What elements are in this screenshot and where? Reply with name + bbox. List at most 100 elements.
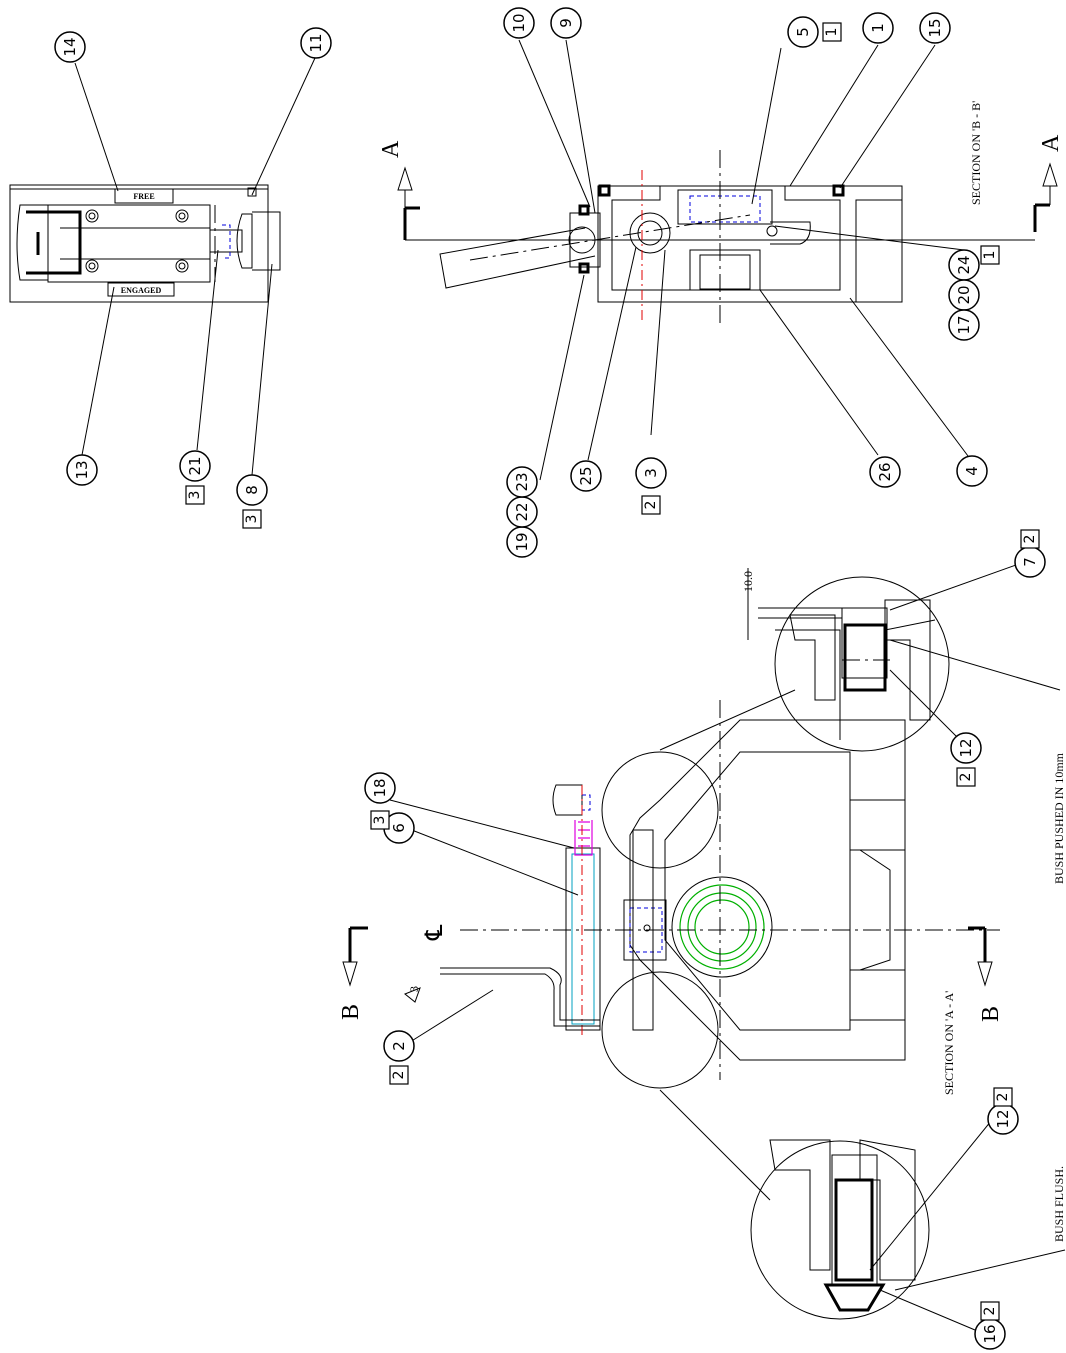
- quantity-boxes: 3 3 1 1 2 2 2 3 2 2 2: [185, 22, 1040, 1321]
- box-24: 1: [980, 245, 1000, 265]
- balloon-1: 1: [862, 12, 894, 44]
- balloon-23: 23: [506, 466, 538, 498]
- balloon-7: 7: [1014, 546, 1046, 578]
- detail-circle-bottom: [601, 971, 719, 1089]
- balloon-18: 18: [364, 772, 396, 804]
- box-23: 2: [641, 495, 661, 515]
- bracket: [440, 967, 600, 1021]
- balloon-12-bottom: 12: [987, 1103, 1019, 1135]
- section-bb-view: A A SECTION ON 'B - B': [378, 39, 1064, 481]
- svg-text:1: 1: [982, 251, 998, 260]
- free-plate-label: FREE: [133, 192, 154, 201]
- svg-text:14: 14: [61, 37, 79, 56]
- balloon-21: 21: [179, 450, 211, 482]
- balloon-8: 8: [236, 474, 268, 506]
- balloon-12-top: 12: [950, 732, 982, 764]
- balloon-16: 16: [974, 1318, 1006, 1350]
- bush-pushed-label: BUSH PUSHED IN 10mm: [1052, 752, 1066, 884]
- section-bb-title: SECTION ON 'B - B': [969, 101, 983, 205]
- balloon-5: 5: [787, 16, 819, 48]
- svg-text:2: 2: [982, 1307, 998, 1316]
- svg-text:6: 6: [390, 823, 408, 833]
- svg-text:11: 11: [307, 33, 325, 52]
- svg-text:12: 12: [994, 1109, 1012, 1128]
- balloon-22: 22: [506, 496, 538, 528]
- svg-text:26: 26: [876, 462, 894, 481]
- balloons: 14 11 13 21 8 10 9 5 1 15 24 20 17 19 22…: [54, 7, 1046, 1350]
- cut-letter-a-bottom: A: [1038, 134, 1064, 152]
- svg-text:3: 3: [244, 515, 260, 524]
- svg-text:2: 2: [390, 1041, 408, 1051]
- box-12-bottom: 2: [993, 1087, 1013, 1107]
- engaged-plate-label: ENGAGED: [121, 286, 162, 295]
- svg-text:3: 3: [642, 468, 660, 478]
- svg-text:1: 1: [869, 23, 887, 33]
- balloon-11: 11: [300, 27, 332, 59]
- svg-text:24: 24: [955, 255, 973, 274]
- free-plate: [114, 188, 174, 204]
- svg-text:4: 4: [963, 466, 981, 476]
- dimension-label: 10.0: [741, 571, 755, 592]
- cut-letter-a-top: A: [378, 140, 404, 158]
- section-aa-title: SECTION ON 'A - A': [942, 991, 956, 1095]
- plate-view: FREE ENGAGED: [9, 57, 316, 476]
- svg-text:1: 1: [824, 28, 840, 37]
- bush-flush-label: BUSH FLUSH.: [1052, 1166, 1066, 1242]
- svg-text:3: 3: [187, 491, 203, 500]
- detail-bush-flush: BUSH FLUSH.: [659, 1089, 1066, 1331]
- box-7: 2: [1020, 529, 1040, 549]
- balloon-17: 17: [948, 309, 980, 341]
- svg-text:3: 3: [372, 816, 388, 825]
- balloon-2: 2: [383, 1030, 415, 1062]
- balloon-10: 10: [503, 7, 535, 39]
- svg-text:25: 25: [577, 466, 595, 485]
- plate-view-outline: [9, 184, 269, 303]
- svg-text:23: 23: [513, 472, 531, 491]
- svg-text:22: 22: [513, 502, 531, 521]
- balloon-15: 15: [919, 12, 951, 44]
- balloon-24: 24: [948, 249, 980, 281]
- centerline-symbol: ℄: [422, 924, 448, 941]
- svg-text:13: 13: [73, 460, 91, 479]
- box-12-top: 2: [956, 767, 976, 787]
- svg-text:10: 10: [510, 13, 528, 32]
- engaged-plate: [107, 282, 175, 297]
- svg-text:12: 12: [957, 738, 975, 757]
- balloon-20: 20: [948, 279, 980, 311]
- weld-symbol: 3: [407, 986, 421, 992]
- lever: [439, 227, 596, 289]
- svg-text:2: 2: [391, 1071, 407, 1080]
- svg-text:19: 19: [513, 532, 531, 551]
- box-6: 3: [370, 810, 390, 830]
- svg-text:16: 16: [981, 1324, 999, 1343]
- balloon-3: 3: [635, 457, 667, 489]
- detail-circle-top: [601, 751, 719, 869]
- balloon-9: 9: [550, 7, 582, 39]
- svg-text:15: 15: [926, 18, 944, 37]
- balloon-19: 19: [506, 526, 538, 558]
- svg-text:5: 5: [794, 27, 812, 37]
- svg-text:2: 2: [1022, 535, 1038, 544]
- box-21: 3: [185, 485, 205, 505]
- balloon-14: 14: [54, 31, 86, 63]
- svg-text:2: 2: [643, 501, 659, 510]
- svg-text:2: 2: [995, 1093, 1011, 1102]
- box-8: 3: [242, 509, 262, 529]
- balloon-13: 13: [66, 454, 98, 486]
- svg-text:17: 17: [955, 315, 973, 334]
- box-5: 1: [822, 22, 842, 42]
- svg-text:20: 20: [955, 285, 973, 304]
- balloon-25: 25: [570, 460, 602, 492]
- box-2: 2: [389, 1065, 409, 1085]
- cut-letter-b-top: B: [338, 1004, 364, 1020]
- svg-text:9: 9: [557, 18, 575, 28]
- svg-text:8: 8: [243, 485, 261, 495]
- svg-text:2: 2: [958, 773, 974, 782]
- balloon-4: 4: [956, 455, 988, 487]
- svg-text:7: 7: [1021, 557, 1039, 567]
- section-aa-view: B B ℄ SECTION ON 'A - A' 3: [338, 700, 1004, 1095]
- svg-text:21: 21: [186, 456, 204, 475]
- svg-text:18: 18: [371, 778, 389, 797]
